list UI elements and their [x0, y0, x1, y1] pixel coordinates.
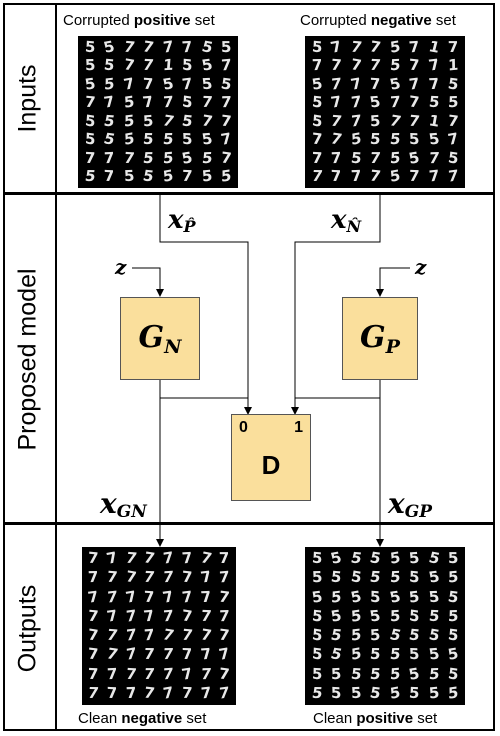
arrow-positive-to-discriminator — [159, 193, 252, 415]
arrow-gn-to-discriminator — [159, 380, 248, 399]
label-x-phat: xP̂ — [168, 205, 196, 237]
discriminator-label: D — [261, 450, 281, 480]
generator-n-label: GN — [138, 319, 182, 358]
generator-p-block: GP — [342, 297, 418, 380]
caption-corrupted-positive: Corrupted positive set — [63, 12, 215, 29]
label-z-right: z — [415, 255, 427, 279]
caption-corrupted-negative: Corrupted negative set — [300, 12, 456, 29]
caption-clean-negative: Clean negative set — [78, 710, 207, 727]
label-x-nhat: xN̂ — [331, 205, 362, 237]
discriminator-port-1: 1 — [294, 419, 303, 436]
label-x-gp: xGP — [388, 487, 433, 523]
arrow-z-to-gp — [376, 267, 410, 297]
divider-model-outputs — [3, 522, 495, 525]
divider-inputs-model — [3, 192, 495, 195]
caption-clean-positive: Clean positive set — [313, 710, 438, 727]
arrow-negative-to-discriminator — [291, 193, 381, 415]
discriminator-block: 0 1 D — [231, 414, 311, 501]
section-label-divider — [55, 3, 57, 731]
arrow-gp-to-discriminator — [295, 380, 381, 399]
discriminator-port-0: 0 — [239, 419, 248, 436]
label-z-left: z — [115, 255, 127, 279]
generator-n-block: GN — [120, 297, 200, 380]
generator-p-label: GP — [360, 319, 400, 358]
figure-frame — [3, 3, 495, 731]
label-x-gn: xGN — [100, 487, 147, 523]
arrow-z-to-gn — [132, 267, 164, 297]
